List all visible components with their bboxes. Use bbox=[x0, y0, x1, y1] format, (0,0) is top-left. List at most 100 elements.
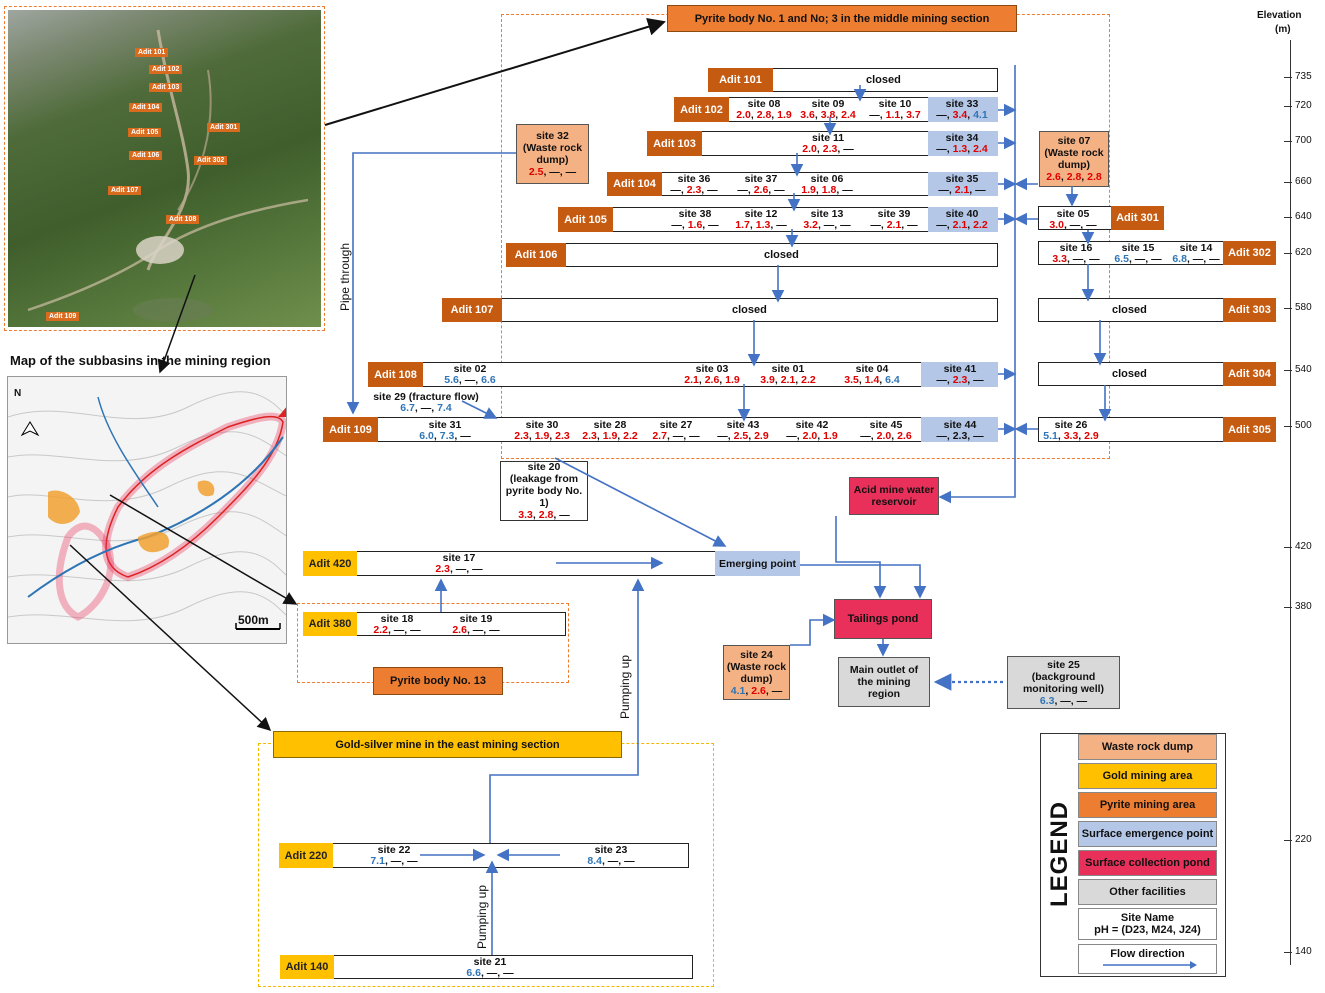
site-ph: 2.2, —, — bbox=[373, 624, 421, 636]
adit-220-tag: Adit 220 bbox=[279, 843, 333, 868]
adit-107-tag: Adit 107 bbox=[442, 298, 502, 322]
site-name: site 14 bbox=[1179, 242, 1213, 254]
site-ph: 3.0, —, — bbox=[1049, 219, 1097, 231]
site-name: site 37 bbox=[744, 173, 778, 185]
site-32-name: site 32 bbox=[536, 130, 569, 142]
site-24-box: site 24 (Waste rock dump) 4.1, 2.6, — bbox=[723, 645, 790, 700]
map-graphic bbox=[8, 391, 286, 630]
emerging-point-box bbox=[715, 551, 800, 576]
elevation-tick bbox=[1284, 77, 1292, 78]
site-name: site 19 bbox=[459, 613, 493, 625]
site-39: site 39—, 2.1, — bbox=[834, 209, 954, 231]
aerial-photo bbox=[8, 10, 321, 327]
elevation-tick bbox=[1284, 952, 1292, 953]
site-name: site 28 bbox=[593, 419, 627, 431]
site-ph: —, 1.3, 2.4 bbox=[936, 143, 988, 155]
legend-site-name: Site Name bbox=[1120, 912, 1175, 924]
legend-site-format: Site Name pH = (D23, M24, J24) bbox=[1078, 908, 1217, 940]
elevation-tick-label: 420 bbox=[1295, 541, 1312, 552]
site-07-box: site 07 (Waste rock dump) 2.6, 2.8, 2.8 bbox=[1039, 131, 1109, 187]
tailings-pond: Tailings pond bbox=[834, 599, 932, 639]
adit-107-closed: closed bbox=[732, 304, 767, 316]
adit-303-tag: Adit 303 bbox=[1223, 298, 1276, 322]
site-ph: —, 2.3, — bbox=[936, 374, 984, 386]
adit-101-closed: closed bbox=[866, 74, 901, 86]
photo-label-adit-108: Adit 108 bbox=[166, 215, 200, 224]
site-ph: 5.6, —, 6.6 bbox=[444, 374, 496, 386]
site-name: site 06 bbox=[810, 173, 844, 185]
adit-304-closed: closed bbox=[1112, 368, 1147, 380]
site-20-ph: 3.3, 2.8, — bbox=[518, 509, 570, 521]
pumping-up-label-1: Pumping up bbox=[618, 654, 632, 720]
elevation-tick-label: 380 bbox=[1295, 601, 1312, 612]
site-43: site 43—, 2.5, 2.9 bbox=[683, 420, 803, 442]
site-ph: 7.1, —, — bbox=[370, 855, 418, 867]
adit-302-tag: Adit 302 bbox=[1223, 241, 1276, 265]
site-25-ph: 6.3, —, — bbox=[1039, 694, 1088, 707]
site-name: site 18 bbox=[380, 613, 414, 625]
photo-label-adit-102: Adit 102 bbox=[149, 65, 183, 74]
site-ph: 3.2, —, — bbox=[803, 219, 851, 231]
site-ph: —, 2.6, — bbox=[737, 184, 785, 196]
elevation-tick-label: 700 bbox=[1295, 135, 1312, 146]
site-07-desc: (Waste rock dump) bbox=[1044, 147, 1104, 171]
adit-103-tag: Adit 103 bbox=[647, 131, 702, 156]
acid-reservoir: Acid mine water reservoir bbox=[849, 477, 939, 515]
site-24-name: site 24 bbox=[740, 648, 773, 661]
site-ph: 3.6, 3.8, 2.4 bbox=[800, 109, 856, 121]
site-25-name: site 25 bbox=[1047, 658, 1080, 671]
site-20-desc: (leakage from pyrite body No. 1) bbox=[505, 473, 583, 509]
legend-frame bbox=[1040, 733, 1226, 977]
site-name: site 43 bbox=[726, 419, 760, 431]
elevation-tick bbox=[1284, 182, 1292, 183]
site-name: site 09 bbox=[811, 98, 845, 110]
site-name: site 03 bbox=[695, 363, 729, 375]
site-ph: —, 2.1, — bbox=[938, 184, 986, 196]
site-name: site 13 bbox=[810, 208, 844, 220]
east-section-title: Gold-silver mine in the east mining sect… bbox=[273, 731, 622, 758]
site-name: site 26 bbox=[1054, 419, 1088, 431]
elevation-tick bbox=[1284, 426, 1292, 427]
legend-gold: Gold mining area bbox=[1078, 763, 1217, 789]
site-name: site 22 bbox=[377, 844, 411, 856]
site-ph: 8.4, —, — bbox=[587, 855, 635, 867]
legend-emergence: Surface emergence point bbox=[1078, 821, 1217, 847]
photo-label-adit-109: Adit 109 bbox=[46, 312, 80, 321]
site-ph: 2.3, 1.9, 2.3 bbox=[514, 430, 570, 442]
legend-ph: pH = (D23, M24, J24) bbox=[1094, 924, 1201, 936]
site-name: site 38 bbox=[678, 208, 712, 220]
site-ph: 6.7, —, 7.4 bbox=[400, 402, 452, 414]
legend-flow: Flow direction bbox=[1078, 944, 1217, 974]
site-35: site 35—, 2.1, — bbox=[902, 174, 1022, 196]
site-ph: 1.7, 1.3, — bbox=[735, 219, 787, 231]
adit-101-tag: Adit 101 bbox=[708, 68, 773, 92]
scale-label: 500m bbox=[238, 613, 269, 627]
legend-pyrite: Pyrite mining area bbox=[1078, 792, 1217, 818]
photo-label-adit-302: Adit 302 bbox=[194, 156, 228, 165]
photo-label-adit-106: Adit 106 bbox=[129, 151, 163, 160]
site-ph: —, 2.5, 2.9 bbox=[717, 430, 769, 442]
site-10: site 10—, 1.1, 3.7 bbox=[835, 99, 955, 121]
adit-380-tag: Adit 380 bbox=[303, 612, 357, 636]
site-36: site 36—, 2.3, — bbox=[634, 174, 754, 196]
elevation-tick-label: 720 bbox=[1295, 100, 1312, 111]
elevation-tick-label: 220 bbox=[1295, 834, 1312, 845]
site-name: site 01 bbox=[771, 363, 805, 375]
elevation-tick bbox=[1284, 141, 1292, 142]
elevation-tick bbox=[1284, 217, 1292, 218]
site-ph: —, 2.1, — bbox=[870, 219, 918, 231]
site-name: site 08 bbox=[747, 98, 781, 110]
site-ph: —, 2.3, — bbox=[670, 184, 718, 196]
adit-303-closed: closed bbox=[1112, 304, 1147, 316]
elevation-tick-label: 580 bbox=[1295, 302, 1312, 313]
elevation-tick bbox=[1284, 840, 1292, 841]
site-name: site 27 bbox=[659, 419, 693, 431]
site-ph: 2.6, —, — bbox=[452, 624, 500, 636]
